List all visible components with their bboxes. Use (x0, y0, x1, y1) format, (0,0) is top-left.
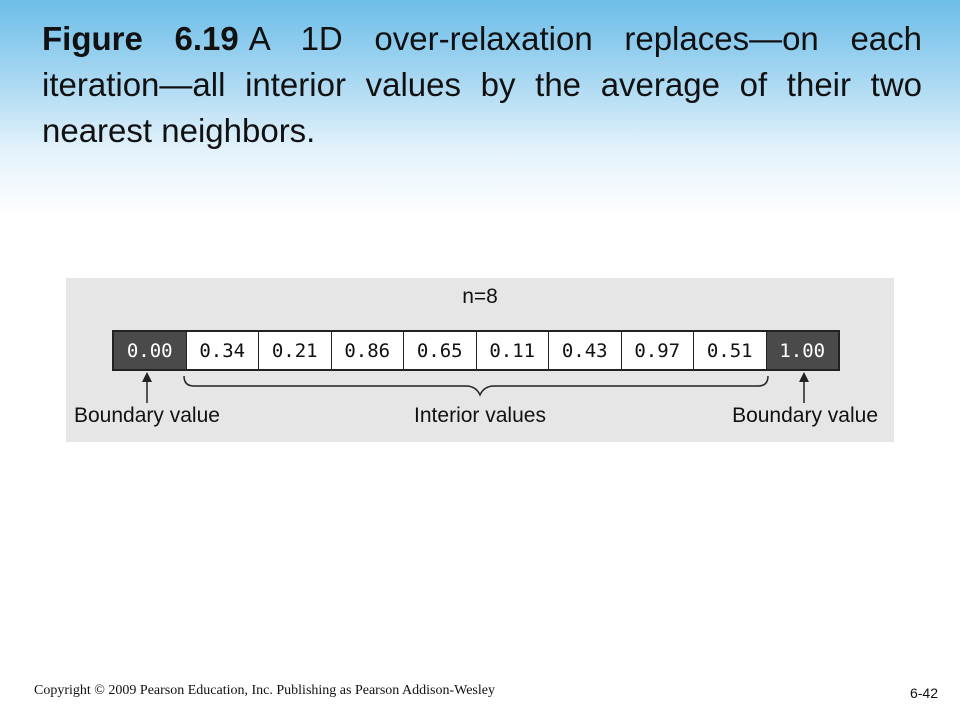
interior-cell: 0.51 (694, 332, 767, 369)
interior-cell: 0.43 (549, 332, 622, 369)
figure-caption: A 1D over-relaxation replaces—on each it… (42, 20, 923, 149)
interior-cell: 0.34 (186, 332, 259, 369)
boundary-cell: 1.00 (766, 332, 838, 369)
right-arrow (799, 372, 809, 403)
interior-cell: 0.11 (476, 332, 549, 369)
interior-cell: 0.21 (259, 332, 332, 369)
right-boundary-label: Boundary value (732, 404, 878, 427)
interior-cell: 0.97 (621, 332, 694, 369)
figure-label: Figure 6.19 (42, 20, 239, 57)
annotation-marks (142, 372, 809, 403)
copyright-notice: Copyright © 2009 Pearson Education, Inc.… (34, 683, 495, 698)
page-number: 6-42 (909, 685, 938, 701)
boundary-cell: 0.00 (114, 332, 187, 369)
n-label: n=8 (462, 285, 498, 308)
interior-values-label: Interior values (414, 404, 546, 427)
interior-cell: 0.86 (331, 332, 404, 369)
left-boundary-label: Boundary value (74, 404, 220, 427)
interior-cell: 0.65 (404, 332, 477, 369)
left-arrow (142, 372, 152, 403)
interior-brace (183, 375, 769, 397)
